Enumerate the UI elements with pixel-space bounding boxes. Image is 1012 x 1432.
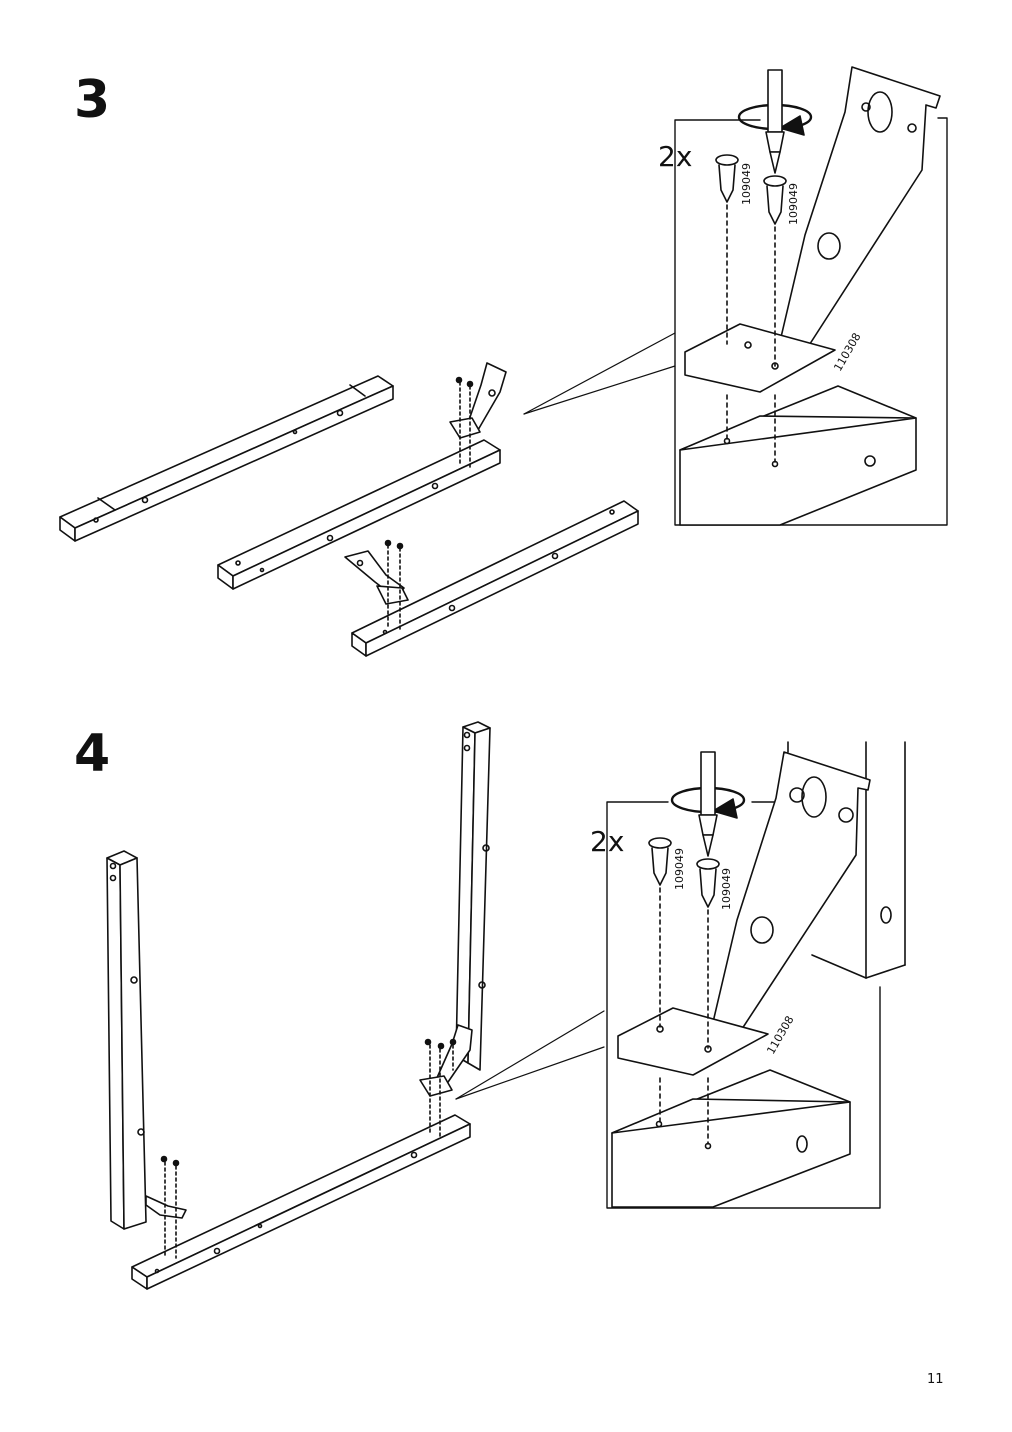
page-number: 11 [927, 1372, 944, 1387]
quantity-label: 2x [590, 825, 625, 858]
step4-overview [106, 721, 605, 1290]
rail [131, 1114, 471, 1290]
leg [106, 850, 147, 1230]
step-number: 4 [74, 724, 111, 784]
step4-screw-label: 109049 [720, 868, 733, 910]
step4-screw-label: 109049 [673, 848, 686, 890]
step4-bracket-label: 110308 [764, 1014, 796, 1057]
step-number: 3 [74, 70, 111, 130]
step3-bracket-label: 110308 [831, 331, 863, 374]
quantity-label: 2x [658, 140, 693, 173]
small-bracket [344, 539, 409, 631]
step4-detail [606, 741, 906, 1209]
step3-screw-label: 109049 [787, 183, 800, 225]
rail [351, 500, 639, 657]
small-bracket [145, 1155, 187, 1259]
small-bracket [419, 1024, 473, 1139]
rail [217, 439, 501, 590]
rail [59, 375, 394, 542]
small-bracket [449, 362, 507, 469]
leg [455, 721, 491, 1071]
step3-overview [59, 332, 676, 657]
step3-screw-label: 109049 [740, 163, 753, 205]
step3-detail [674, 66, 948, 526]
